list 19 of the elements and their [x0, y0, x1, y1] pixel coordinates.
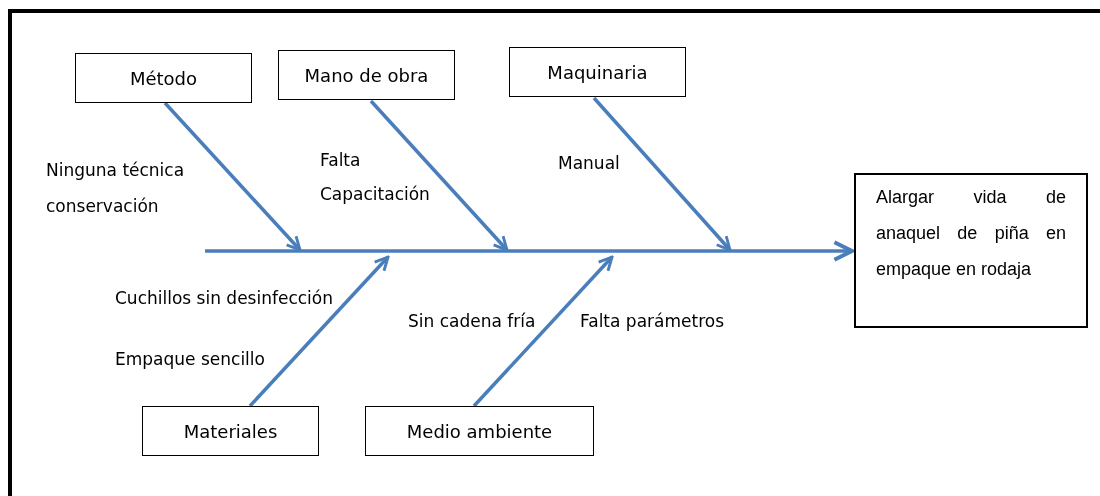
arrow [205, 240, 854, 262]
cause-label: Sin cadena fría [408, 310, 537, 333]
category-box: Materiales [142, 406, 319, 456]
arrow [592, 96, 732, 252]
cause-label: Empaque sencillo [115, 348, 266, 371]
cause-label: Falta parámetros [580, 310, 726, 333]
category-box: Mano de obra [278, 50, 455, 100]
arrow [369, 99, 509, 252]
arrow [472, 255, 614, 408]
cause-label: Ninguna técnica conservación [46, 159, 186, 218]
cause-label: Falta Capacitación [320, 149, 431, 206]
arrow [248, 255, 390, 408]
cause-label: Cuchillos sin desinfección [115, 287, 334, 310]
effect-box: Alargar vida de anaquel de piña en empaque en rodaja [854, 173, 1088, 328]
arrow [163, 101, 302, 252]
category-box: Método [75, 53, 252, 103]
cause-label: Manual [558, 152, 621, 175]
category-box: Maquinaria [509, 47, 686, 97]
category-box: Medio ambiente [365, 406, 594, 456]
